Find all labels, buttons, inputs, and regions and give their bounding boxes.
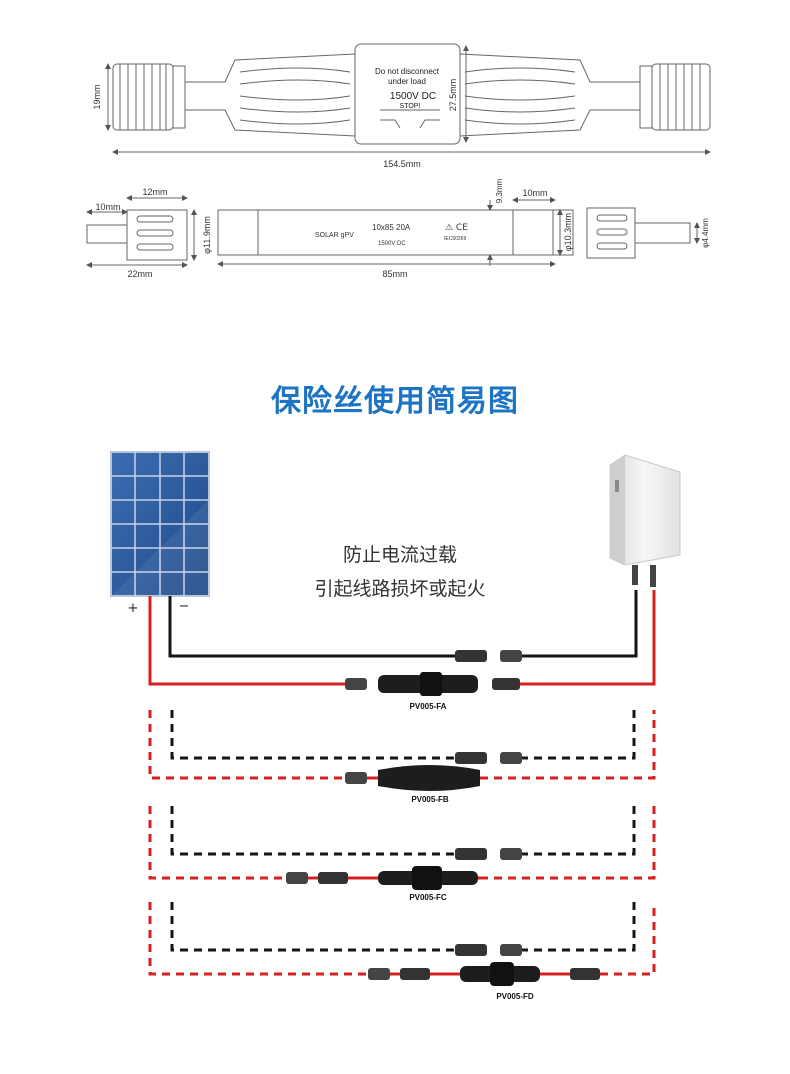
model-label-fa: PV005-FA [410,702,447,711]
body-length-dim: 85mm [382,269,407,279]
warning-line1: Do not disconnect [375,67,440,76]
fuse-text-voltage: 1500V DC [378,241,406,247]
height-left-dim: 19mm [92,84,102,109]
pin-diameter-dim: φ4.4mm [701,218,710,248]
fuse-text-solar: SOLAR gPV [315,232,354,239]
cap-diameter-dim: φ11.9mm [202,216,212,254]
fuse-drawing [86,195,700,268]
voltage-label: 1500V DC [390,91,436,102]
left-nut [112,63,186,131]
left-body [184,53,356,137]
note-line-1: 防止电流过载 [342,544,457,566]
right-diameter-dim: φ10.3mm [563,213,573,251]
length-dim: 154.5mm [383,159,421,169]
right-nut [639,63,711,131]
left-total-dim: 22mm [127,269,152,279]
plus-terminal-label: + [128,601,139,616]
pin-length-dim: 10mm [95,202,120,212]
solar-panel-icon [110,451,210,597]
note-line-2: 引起线路损坏或起火 [314,578,486,600]
warning-line2: under load [388,77,426,86]
right-body [459,53,641,137]
fuse-holder-fd [460,962,540,986]
iec-mark: IEC60269 [444,236,466,242]
ce-mark: ⚠ CE [445,223,468,233]
model-label-fc: PV005-FC [409,893,447,902]
gap-dim: 9.3mm [495,178,504,203]
fuse-text-rating: 10x85 20A [372,223,411,232]
inverter-icon [609,454,681,587]
fuse-holder-fc [378,866,478,890]
top-drawing [105,43,711,155]
model-label-fd: PV005-FD [496,992,534,1001]
fuse-holder-fb [378,765,480,791]
fuse-holder-fa [378,672,478,696]
page-title: 保险丝使用简易图 [271,384,519,419]
minus-terminal-label: − [179,599,190,614]
height-right-dim: 27.5mm [448,79,458,112]
stop-label: STOP! [400,103,421,110]
model-label-fb: PV005-FB [411,795,449,804]
cap-length-dim: 12mm [142,187,167,197]
connectors [286,650,600,980]
right-cap-length-dim: 10mm [522,188,547,198]
